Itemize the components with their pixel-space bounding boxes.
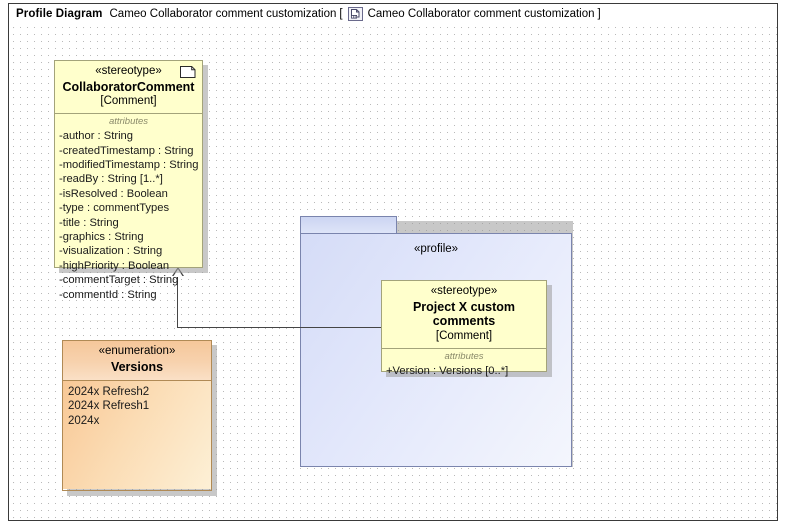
collaborator-comment-header: «stereotype» CollaboratorComment [Commen… — [55, 61, 202, 113]
attribute-item: -commentTarget : String — [59, 274, 179, 287]
project-x-comments-header: «stereotype» Project X custom comments [… — [382, 281, 546, 348]
project-x-comments-name: Project X custom comments — [412, 299, 516, 329]
attributes-compartment-label: attributes — [444, 350, 484, 362]
generalization-segment-horizontal — [177, 327, 381, 328]
versions-enum-literals: 2024x Refresh2 2024x Refresh1 2024x — [63, 380, 211, 489]
attribute-item: -modifiedTimestamp : String — [59, 159, 199, 171]
versions-enum-box: «enumeration» Versions 2024x Refresh2 20… — [62, 340, 212, 491]
attribute-item: -visualization : String — [59, 245, 163, 258]
versions-enum-header: «enumeration» Versions — [63, 341, 211, 381]
diagram-context-label: Cameo Collaborator comment customization — [367, 8, 595, 20]
diagram-canvas[interactable]: «profile» «stereotype» CollaboratorComme… — [9, 24, 777, 520]
versions-enum-keyword: «enumeration» — [98, 345, 176, 357]
attribute-item: -readBy : String [1..*] — [59, 173, 163, 186]
collaborator-comment-base-class: [Comment] — [100, 95, 157, 108]
attribute-item: -graphics : String — [59, 230, 144, 243]
collaborator-comment-box: «stereotype» CollaboratorComment [Commen… — [54, 60, 203, 301]
diagram-frame-header: Profile Diagram Cameo Collaborator comme… — [8, 3, 607, 24]
profile-package-tab — [300, 216, 397, 234]
attribute-item: +Version : Versions [0..*] — [386, 364, 509, 377]
collaborator-comment-keyword: «stereotype» — [95, 65, 162, 77]
collaborator-comment-name: CollaboratorComment — [62, 79, 195, 94]
project-x-comments-base-class: [Comment] — [435, 330, 493, 343]
note-icon — [180, 66, 196, 78]
collaborator-comment-attributes-compartment: attributes -author : String -createdTime… — [55, 112, 202, 305]
attribute-item: -commentId : String — [59, 288, 157, 301]
attributes-compartment-label: attributes — [108, 115, 149, 127]
enum-literal-item: 2024x Refresh1 — [68, 400, 150, 413]
enum-literal-item: 2024x Refresh2 — [68, 385, 150, 398]
attribute-item: -highPriority : Boolean — [59, 259, 170, 272]
attribute-item: -author : String — [59, 130, 133, 143]
project-x-comments-attributes-compartment: attributes +Version : Versions [0..*] — [382, 347, 546, 382]
enum-literal-item: 2024x — [68, 414, 100, 427]
profile-diagram-icon — [347, 7, 363, 21]
attribute-item: -title : String — [59, 216, 119, 229]
attribute-item: -type : commentTypes — [59, 202, 170, 215]
diagram-name-label: Cameo Collaborator comment customization — [109, 8, 337, 20]
attribute-item: -isResolved : Boolean — [59, 187, 168, 200]
generalization-segment-vertical — [177, 275, 178, 328]
project-x-comments-box: «stereotype» Project X custom comments [… — [381, 280, 547, 377]
bracket-open: [ — [339, 8, 343, 20]
profile-keyword-label: «profile» — [413, 243, 459, 255]
versions-enum-name: Versions — [110, 359, 164, 374]
collaborator-comment-attribute-list: -author : String -createdTimestamp : Str… — [55, 129, 202, 302]
project-x-comments-keyword: «stereotype» — [430, 285, 498, 297]
bracket-close: ] — [597, 8, 601, 20]
diagram-kind-label: Profile Diagram — [16, 8, 103, 20]
attribute-item: -createdTimestamp : String — [59, 144, 194, 157]
